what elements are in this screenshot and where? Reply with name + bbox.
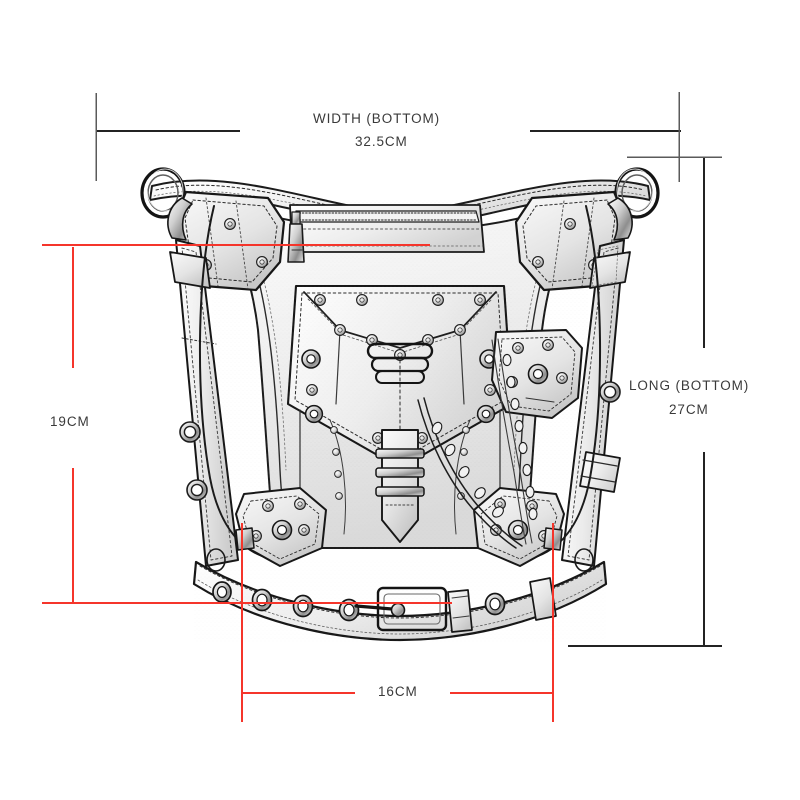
long-dimension-title: LONG (BOTTOM): [629, 378, 750, 393]
long-dimension-value: 27CM: [669, 402, 709, 417]
height-dimension-value: 19CM: [50, 414, 90, 429]
width-dimension-title: WIDTH (BOTTOM): [313, 111, 441, 126]
width-dimension-value: 32.5CM: [355, 134, 408, 149]
bottom-dimension-value: 16CM: [378, 684, 418, 699]
